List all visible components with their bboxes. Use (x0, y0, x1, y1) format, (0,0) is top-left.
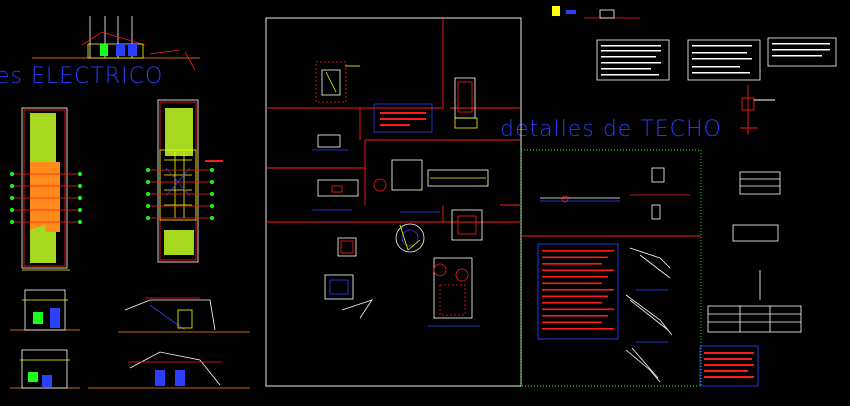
detail-column-1 (454, 77, 478, 129)
title-block (707, 270, 802, 333)
note-line (542, 250, 614, 252)
notes-panel-2 (687, 39, 761, 81)
roof-details-frame (520, 149, 702, 387)
note-line (542, 302, 602, 304)
detail-sheet-frame (265, 17, 522, 387)
note-line (542, 295, 608, 298)
detail-small-1 (312, 134, 348, 151)
note-line (542, 315, 608, 317)
floor-plan-2 (146, 99, 223, 263)
detail-pile-1 (315, 61, 360, 103)
note-line (542, 289, 614, 291)
notes-panel-1 (596, 39, 670, 81)
elevation-front-1 (10, 289, 80, 331)
detail-pile-2 (428, 257, 480, 327)
roof-notes-lines (542, 250, 614, 330)
note-line (542, 321, 602, 324)
floor-plan-1 (10, 107, 82, 271)
roof-truss-details (625, 247, 673, 383)
note-line (542, 308, 614, 311)
top-strip-details (552, 6, 640, 19)
elevation-top-left (32, 16, 200, 71)
elevation-front-2 (10, 349, 80, 389)
note-box-1 (373, 103, 433, 133)
detail-footing (337, 223, 425, 257)
note-line (542, 328, 614, 330)
note-line (542, 276, 608, 278)
note-line (542, 269, 614, 272)
roof-detail-beam (540, 167, 690, 220)
note-line (542, 282, 602, 285)
detail-small-2 (324, 274, 373, 319)
notes-panel-red (699, 345, 759, 387)
roof-notes-box (537, 243, 619, 340)
detail-column-2 (451, 209, 483, 241)
legend-table (732, 171, 781, 242)
note-line (542, 263, 602, 265)
single-line-diagram (740, 85, 775, 135)
detail-beam-row (312, 159, 489, 213)
section-title-electrico: es ELECTRICO (0, 64, 164, 89)
note-line (542, 256, 608, 259)
notes-panel-3 (767, 37, 837, 67)
elevation-side-1 (118, 297, 250, 333)
elevation-side-2 (88, 351, 250, 389)
section-title-techo: detalles de TECHO (500, 117, 722, 142)
